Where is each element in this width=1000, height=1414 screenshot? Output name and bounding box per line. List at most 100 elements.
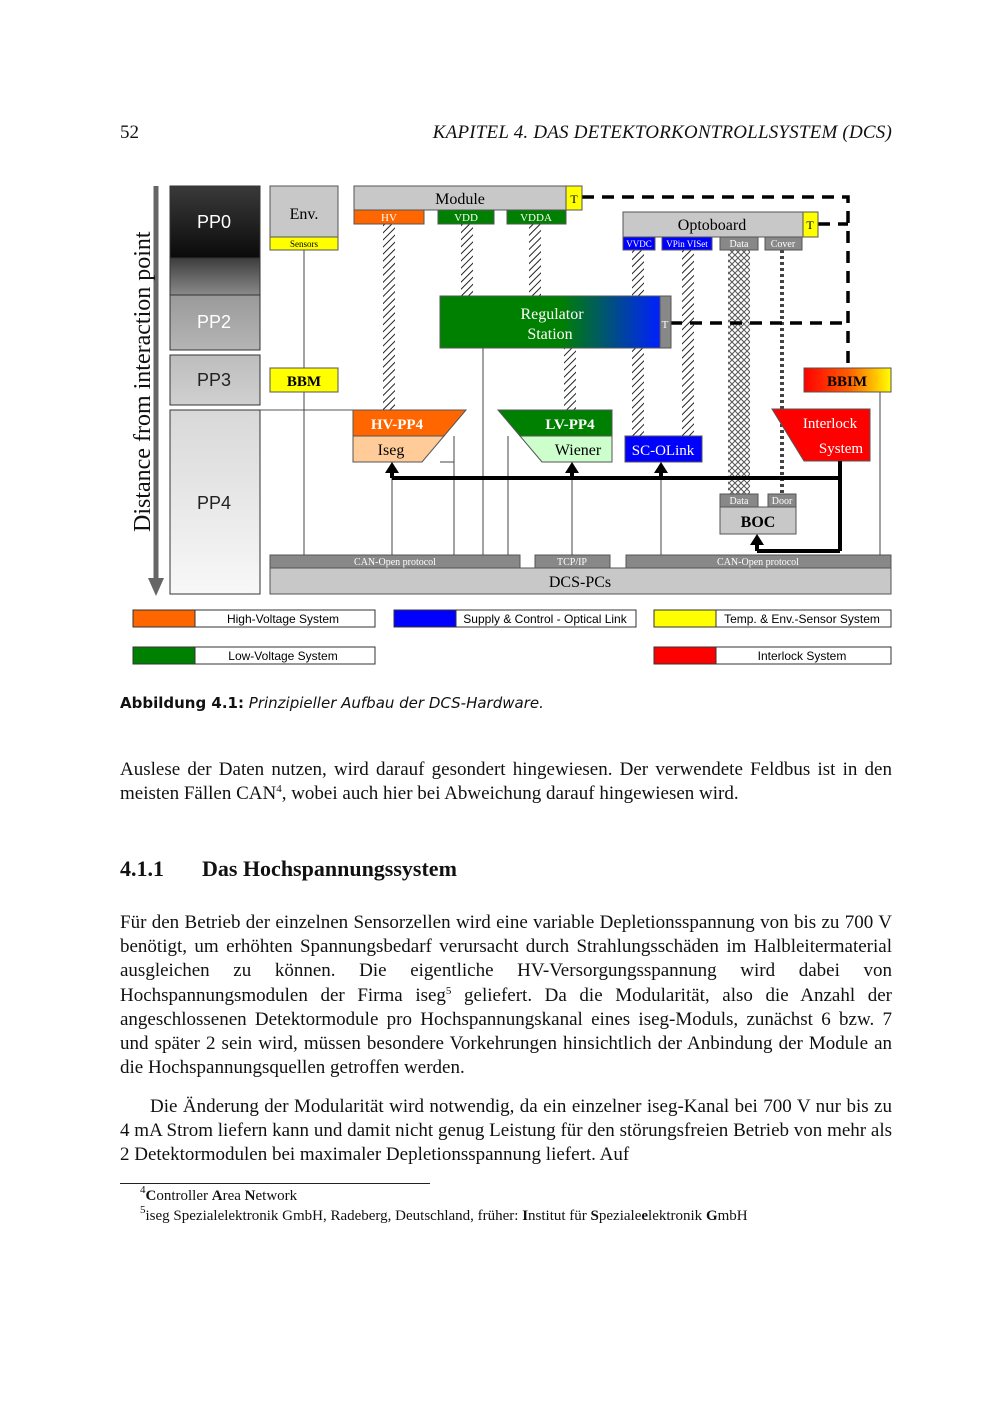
fn5-bold-i: I: [522, 1208, 529, 1224]
arrow-iseg: [385, 462, 399, 473]
data-fibre: [728, 250, 750, 494]
paragraph-2-text-b: geliefert. Da die Modularität, also die …: [120, 984, 892, 1079]
sc-olink-label: SC-OLink: [632, 443, 695, 459]
fn5-bold-e: e: [641, 1208, 649, 1224]
vdda-cable: [529, 224, 541, 296]
module-t-box: [565, 185, 583, 211]
arrow-wiener: [565, 462, 579, 473]
vdda-label: VDDA: [520, 212, 552, 224]
fn5-bold-g: G: [705, 1208, 718, 1224]
lv-pp4-label: LV-PP4: [545, 417, 595, 433]
regulator-label-2: Station: [527, 326, 572, 343]
bbm-box: [269, 367, 339, 393]
wiener-label: Wiener: [555, 442, 602, 459]
fn5-text-2: peziale: [598, 1208, 642, 1224]
tcp-ip-label: TCP/IP: [557, 557, 587, 568]
vpin-cable: [682, 250, 694, 436]
fn4-text-2: rea: [222, 1188, 245, 1204]
footnote-5: 5iseg Spezialelektronik GmbH, Radeberg, …: [140, 1204, 748, 1225]
pp3-band: [169, 354, 261, 406]
can-open-right-label: CAN-Open protocol: [717, 557, 799, 568]
hv-pp4-label: HV-PP4: [371, 417, 424, 433]
interlock-block: [771, 408, 871, 462]
footnote-5-mark: 5: [140, 1204, 146, 1216]
sensors-label: Sensors: [290, 239, 318, 249]
running-head: KAPITEL 4. DAS DETEKTORKONTROLLSYSTEM (D…: [432, 122, 892, 143]
regulator-station: [439, 295, 661, 349]
caption-text: Prinzipieller Aufbau der DCS-Hardware.: [248, 694, 544, 712]
opto-data-label: Data: [730, 239, 749, 250]
optoboard-t-label: T: [806, 218, 814, 232]
paragraph-3: Die Änderung der Modularität wird notwen…: [120, 1096, 892, 1166]
legend-box-optical: [455, 609, 637, 628]
pp4-band: [169, 409, 261, 595]
sc-olink-box: [624, 435, 703, 463]
env-box: [269, 185, 339, 238]
fn5-bold-s: S: [590, 1208, 599, 1224]
pp2-label: PP2: [197, 312, 231, 332]
module-label: Module: [435, 191, 485, 208]
pp0-label: PP0: [197, 212, 231, 232]
legend-label-lv: Low-Voltage System: [228, 649, 337, 663]
legend-label-hv: High-Voltage System: [227, 612, 339, 626]
paragraph-2-text-a: Für den Betrieb der einzelnen Sensorzell…: [120, 912, 892, 1006]
fn4-bold-c: C: [145, 1188, 157, 1204]
paragraph-2: Für den Betrieb der einzelnen Sensorzell…: [120, 911, 892, 1080]
arrow-sc-olink: [654, 462, 668, 473]
fn4-bold-n: N: [244, 1188, 256, 1204]
legend-label-interlock: Interlock System: [758, 649, 847, 663]
distance-axis-arrow: [148, 578, 164, 596]
regulator-t-box: [659, 295, 672, 349]
legend-swatch-hv: [132, 609, 196, 628]
vvdc-box: [622, 236, 656, 251]
regulator-t-label: T: [662, 319, 669, 331]
dcs-hardware-diagram: Distance from interaction point PP0 PP2 …: [130, 185, 892, 665]
dcs-pcs-label: DCS-PCs: [549, 574, 611, 591]
paragraph-1-text-a: Auslese der Daten nutzen, wird darauf ge…: [120, 759, 892, 805]
optoboard-label: Optoboard: [678, 217, 746, 234]
vdd-box: [437, 209, 495, 225]
fn4-text-1: ontroller: [156, 1188, 212, 1204]
footnote-rule: [120, 1183, 430, 1184]
fn4-text-3: etwork: [255, 1188, 298, 1204]
legend-box-hv: [194, 609, 376, 628]
hv-cable: [383, 224, 395, 410]
wiener-block: [518, 435, 613, 463]
legend-box-sensor: [715, 609, 892, 628]
footnote-ref-5[interactable]: 5: [445, 984, 452, 997]
legend-box-lv: [194, 646, 376, 665]
fn5-text-1: nstitut für: [528, 1208, 591, 1224]
lv-cable: [564, 348, 576, 410]
interlock-label-2: System: [819, 441, 864, 457]
bbm-label: BBM: [287, 374, 321, 390]
boc-label: BOC: [741, 514, 776, 531]
fn5-text-3: lektronik: [648, 1208, 706, 1224]
fn4-bold-a: A: [211, 1188, 223, 1204]
opto-data-box: [719, 236, 759, 251]
optoboard-box: [622, 211, 804, 238]
footnote-ref-4[interactable]: 4: [276, 783, 282, 796]
page-number: 52: [120, 122, 139, 143]
legend-label-optical: Supply & Control - Optical Link: [463, 612, 627, 626]
dcs-pcs-box: [269, 567, 892, 595]
legend-swatch-interlock: [653, 646, 717, 665]
paragraph-1-text-b: , wobei auch hier bei Abweichung darauf …: [281, 783, 739, 805]
bbim-label: BBIM: [827, 374, 867, 390]
caption-label: Abbildung 4.1:: [120, 694, 244, 712]
vdd-label: VDD: [454, 212, 478, 224]
boc-box: [719, 506, 797, 535]
section-number: 4.1.1: [120, 856, 164, 881]
distance-axis-label: Distance from interaction point: [130, 231, 156, 532]
vpin-viset-label: VPin VISet: [666, 239, 708, 249]
module-t-label: T: [570, 192, 578, 206]
boc-data-label: Data: [730, 496, 749, 507]
vvdc-label: VVDC: [626, 239, 652, 249]
fn5-text: iseg Spezialelektronik GmbH, Radeberg, D…: [145, 1208, 523, 1224]
interlock-label-1: Interlock: [803, 416, 858, 432]
boc-door-label: Door: [772, 496, 793, 507]
arrow-boc: [750, 534, 764, 545]
paragraph-1: Auslese der Daten nutzen, wird darauf ge…: [120, 758, 892, 806]
module-box: [353, 185, 567, 211]
cover-box: [764, 236, 803, 251]
